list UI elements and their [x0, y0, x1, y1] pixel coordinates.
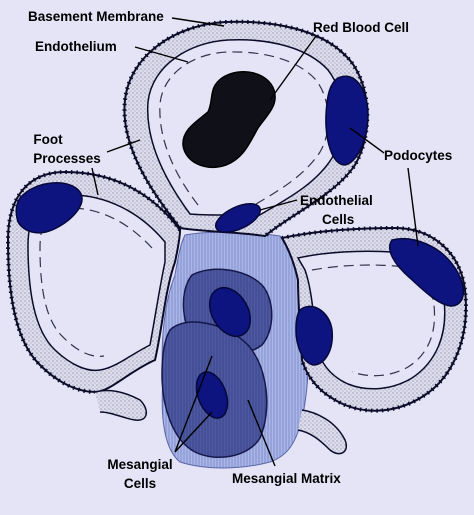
- red-blood-cell: [182, 71, 276, 168]
- leader-mesangial-matrix: [247, 399, 276, 467]
- leader-endothelial-cells: [259, 199, 298, 211]
- right-capillary-loop: [280, 225, 468, 455]
- leader-foot-processes-a: [106, 139, 141, 153]
- left-capillary-loop: [5, 169, 182, 421]
- label-basement-membrane: Basement Membrane: [28, 9, 164, 24]
- leader-mesangial-cells-b: [174, 411, 213, 453]
- podocyte-right-lower: [295, 305, 333, 366]
- leader-podocytes-right: [407, 167, 419, 247]
- leader-podocytes-top: [349, 127, 385, 154]
- endothelial-cell: [215, 203, 261, 233]
- right-loop-endothelium: [311, 264, 436, 377]
- label-mesangial-cells-line2: Cells: [124, 476, 156, 491]
- podocyte-left: [15, 182, 83, 234]
- label-endothelial-cells-line2: Cells: [322, 212, 354, 227]
- leader-basement-membrane: [171, 17, 225, 27]
- label-endothelium: Endothelium: [35, 39, 117, 54]
- podocyte-right-upper: [389, 238, 464, 307]
- leader-red-blood-cell: [269, 35, 317, 101]
- label-endothelial-cells-line1: Endothelial: [300, 193, 373, 208]
- labels: Basement Membrane Endothelium Red Blood …: [28, 9, 452, 491]
- mesangial-nucleus-upper: [208, 287, 252, 337]
- label-red-blood-cell: Red Blood Cell: [313, 20, 409, 35]
- label-podocytes: Podocytes: [384, 148, 452, 163]
- right-loop-foot-processes: [281, 225, 468, 413]
- leader-mesangial-cells-a: [174, 355, 213, 453]
- label-foot-processes-line1: Foot: [33, 132, 63, 147]
- leader-foot-processes-b: [91, 167, 99, 196]
- mesangial-fold-right: [297, 409, 347, 455]
- leader-endothelium: [134, 46, 189, 63]
- label-mesangial-matrix: Mesangial Matrix: [232, 471, 341, 486]
- podocyte-top-right: [325, 75, 369, 166]
- mesangial-nucleus-lower: [195, 371, 229, 419]
- label-foot-processes-line2: Processes: [33, 151, 101, 166]
- mesangial-fold-left: [94, 389, 147, 421]
- top-capillary-loop: [122, 19, 370, 238]
- leader-lines: [91, 17, 419, 467]
- endothelium-dashed: [159, 51, 329, 206]
- mesangial-cells: [161, 268, 273, 459]
- left-loop-endothelium: [39, 207, 153, 357]
- label-mesangial-cells-line1: Mesangial: [107, 457, 172, 472]
